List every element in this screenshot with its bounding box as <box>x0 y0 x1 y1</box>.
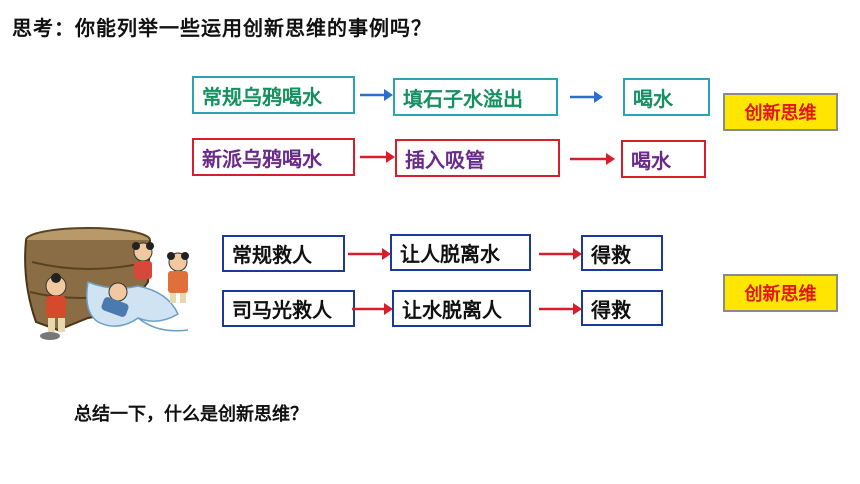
rescue-simaguang-box: 司马光救人 <box>222 290 355 327</box>
arrow-right-icon <box>539 303 582 315</box>
crow-new-box: 新派乌鸦喝水 <box>192 138 355 176</box>
innovative-thinking-tag-1: 创新思维 <box>723 93 838 131</box>
crow-drink-box-1: 喝水 <box>623 78 710 116</box>
arrow-right-icon <box>539 248 582 260</box>
crow-drink-box-2: 喝水 <box>621 140 706 178</box>
rescue-regular-box: 常规救人 <box>222 235 345 272</box>
summary-question: 总结一下，什么是创新思维？ <box>74 404 308 425</box>
sima-guang-illustration <box>24 227 189 340</box>
rescue-saved-box-1: 得救 <box>581 235 663 271</box>
arrow-right-icon <box>570 153 615 165</box>
rescue-saved-box-2: 得救 <box>581 290 663 326</box>
crow-straw-box: 插入吸管 <box>395 139 560 177</box>
crow-stones-box: 填石子水溢出 <box>393 78 558 116</box>
arrow-right-icon <box>570 91 603 103</box>
rescue-water-out-box: 让水脱离人 <box>392 290 531 327</box>
rescue-person-out-box: 让人脱离水 <box>390 234 531 271</box>
arrow-right-icon <box>360 151 395 163</box>
arrow-right-icon <box>360 89 393 101</box>
arrow-right-icon <box>348 248 391 260</box>
page-question: 思考：你能列举一些运用创新思维的事例吗？ <box>12 16 432 40</box>
crow-regular-box: 常规乌鸦喝水 <box>192 76 355 114</box>
innovative-thinking-tag-2: 创新思维 <box>723 274 838 312</box>
arrow-right-icon <box>352 303 393 315</box>
